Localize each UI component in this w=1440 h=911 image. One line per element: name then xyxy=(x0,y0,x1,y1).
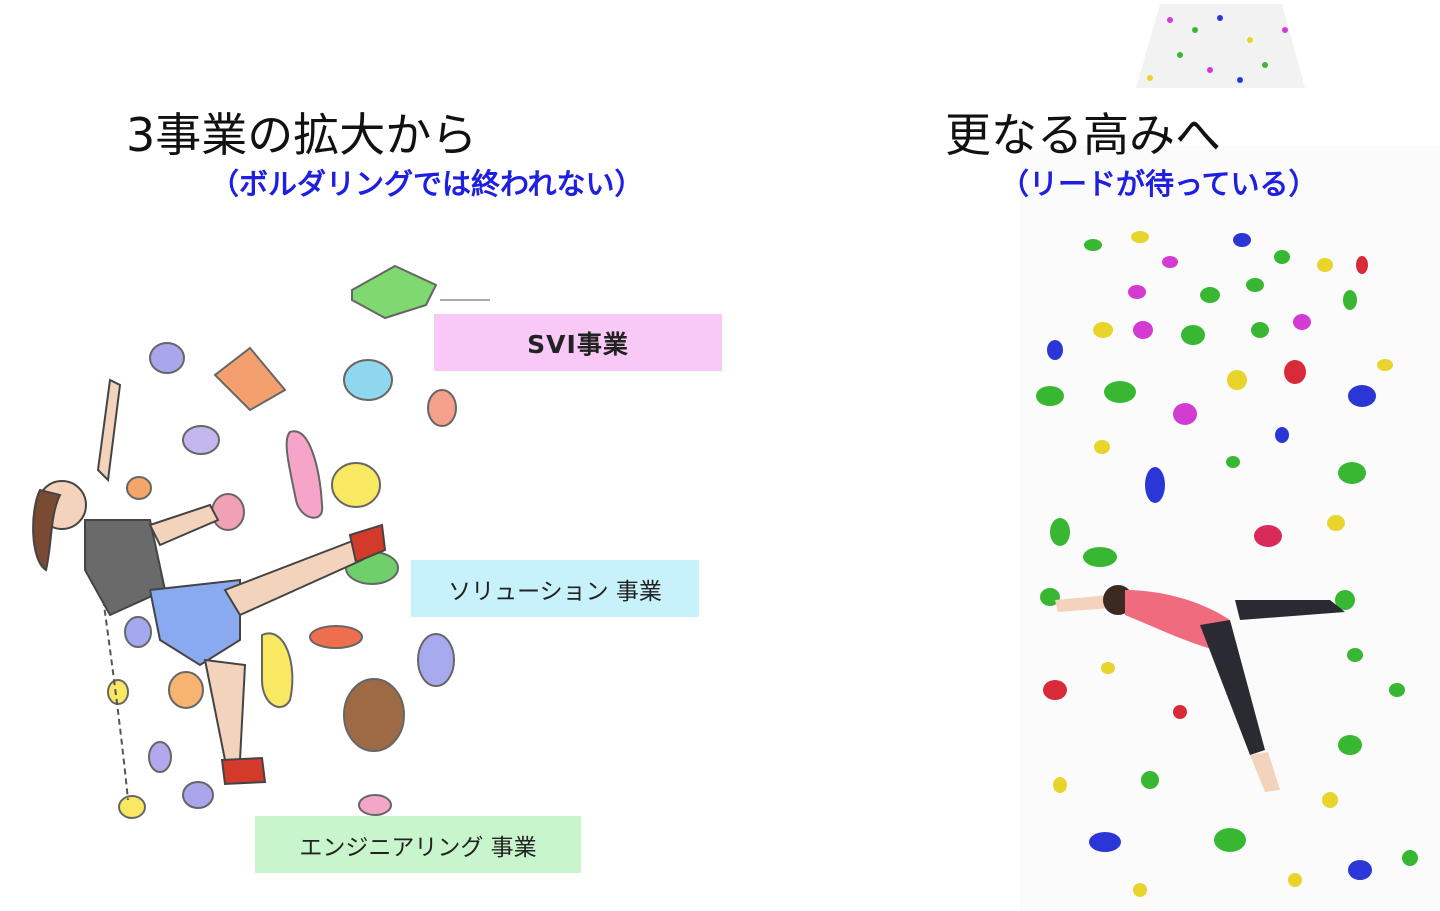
wall-holds xyxy=(1036,231,1418,897)
svi-business-label: SVI事業 xyxy=(527,329,629,359)
hold-pink-low xyxy=(358,794,392,816)
hold-yellow xyxy=(331,462,381,508)
hold-orange-small xyxy=(126,476,152,500)
hold-yellow-tiny xyxy=(107,679,129,705)
bouldering-illustration xyxy=(32,264,490,819)
top-panel-holds xyxy=(1147,15,1288,83)
hold-lavender-low xyxy=(182,781,214,809)
left-subtitle: （ボルダリングでは終われない） xyxy=(210,167,644,201)
left-title: 3事業の拡大から xyxy=(126,108,478,162)
engineering-business-box: エンジニアリング 事業 xyxy=(255,816,581,873)
hold-salmon xyxy=(427,389,457,427)
hold-lavender xyxy=(149,342,185,374)
hold-green-box xyxy=(351,264,438,320)
hold-lightblue xyxy=(343,359,393,401)
hold-red xyxy=(309,625,363,649)
hold-pink-long xyxy=(285,430,324,519)
rope xyxy=(101,589,129,801)
hold-brown xyxy=(343,678,405,752)
svi-business-box: SVI事業 xyxy=(434,314,722,371)
hold-yellow-tall xyxy=(261,632,294,709)
solution-business-box: ソリューション 事業 xyxy=(411,560,699,617)
right-title: 更なる高みへ xyxy=(945,108,1221,162)
hold-purple-low xyxy=(148,741,172,773)
hold-yellow-low xyxy=(118,795,146,819)
hold-blue-right xyxy=(417,633,455,687)
hold-blue-mid xyxy=(124,616,152,648)
wall-main xyxy=(1020,145,1440,911)
engineering-business-label: エンジニアリング 事業 xyxy=(299,834,537,861)
hold-lilac xyxy=(182,425,220,455)
hold-orange-low xyxy=(168,671,204,709)
lead-climber-figure xyxy=(1055,585,1345,792)
solution-business-label: ソリューション 事業 xyxy=(448,578,662,605)
hold-orange-kite xyxy=(213,346,287,412)
climber-figure xyxy=(32,378,387,786)
right-subtitle: （リードが待っている） xyxy=(1000,167,1318,201)
hold-pink-small xyxy=(211,493,245,531)
wall-top-panel xyxy=(1136,4,1305,88)
